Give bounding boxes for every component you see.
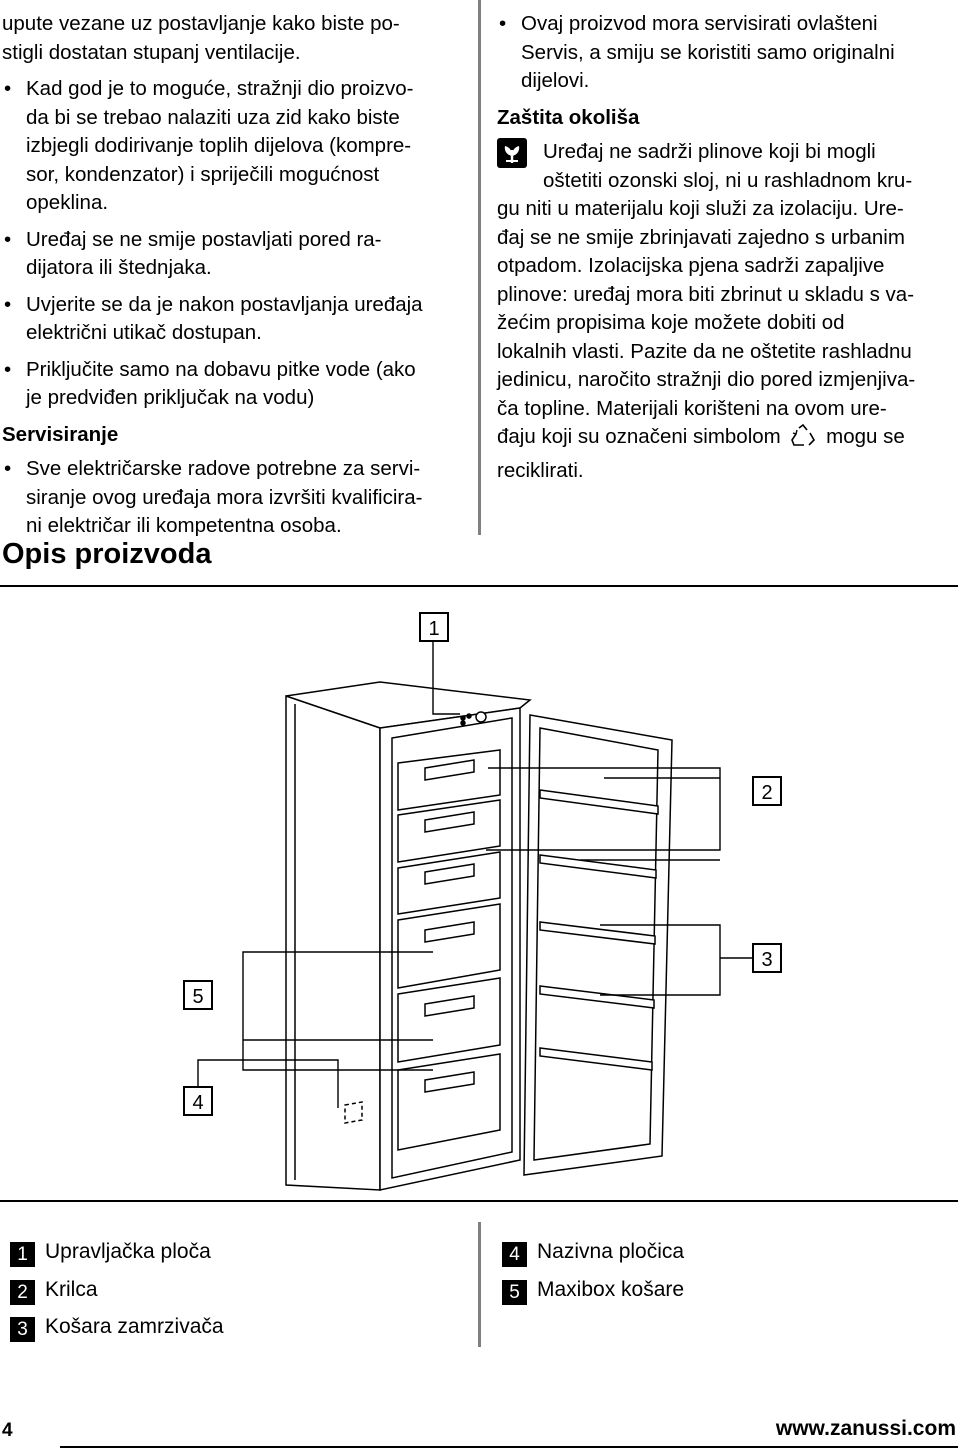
environment-text: Uređaj ne sadrži plinove koji bi mogli o…	[497, 138, 947, 485]
bullet-item: Uvjerite se da je nakon postavljanja ure…	[2, 291, 464, 348]
recycle-line: đaju koji su označeni simbolom mogu se	[497, 423, 947, 457]
intro-line-2: stigli dostatan stupanj ventilacije.	[2, 40, 301, 64]
callout-3: 3	[752, 943, 782, 973]
legend-item: 5 Maxibox košare	[502, 1271, 684, 1309]
install-bullets: Kad god je to moguće, stražnji dio proiz…	[2, 75, 464, 413]
environment-heading: Zaštita okoliša	[497, 105, 640, 129]
legend-number: 1	[10, 1242, 35, 1268]
right-column: Ovaj proizvod mora servisirati ovlašteni…	[497, 10, 947, 485]
callout-5: 5	[183, 980, 213, 1010]
intro-line-1: upute vezane uz postavljanje kako biste …	[2, 12, 400, 35]
environment-icon	[497, 138, 527, 168]
legend-right: 4 Nazivna pločica 5 Maxibox košare	[502, 1233, 684, 1308]
footer-rule	[60, 1446, 958, 1448]
service-note-bullets: Ovaj proizvod mora servisirati ovlašteni…	[497, 10, 947, 96]
legend-item: 4 Nazivna pločica	[502, 1233, 684, 1271]
legend-number: 2	[10, 1279, 35, 1305]
recycle-icon	[790, 423, 816, 457]
legend-left: 1 Upravljačka ploča 2 Krilca 3 Košara za…	[10, 1233, 224, 1346]
legend-label: Krilca	[45, 1277, 98, 1301]
legend-item: 3 Košara zamrzivača	[10, 1308, 224, 1346]
column-divider	[478, 0, 481, 535]
legend-number: 4	[502, 1242, 527, 1268]
legend-number: 5	[502, 1279, 527, 1305]
page-number: 4	[2, 1420, 13, 1441]
legend-label: Nazivna pločica	[537, 1240, 685, 1263]
bullet-item: Uređaj se ne smije postavljati pored ra-…	[2, 226, 464, 283]
legend-item: 1 Upravljačka ploča	[10, 1233, 224, 1271]
legend-label: Maxibox košare	[537, 1277, 685, 1301]
section-title: Opis proizvoda	[2, 538, 212, 570]
freezer-illustration: 1 2 3 5 4	[0, 600, 960, 1200]
legend-label: Upravljačka ploča	[45, 1240, 211, 1263]
bullet-item: Sve električarske radove potrebne za ser…	[2, 455, 464, 541]
freezer-drawing	[197, 642, 752, 1191]
website-link[interactable]: www.zanussi.com	[775, 1417, 956, 1440]
callout-4: 4	[183, 1086, 213, 1116]
legend-top-rule	[0, 1200, 958, 1202]
left-column: upute vezane uz postavljanje kako biste …	[2, 10, 464, 549]
service-heading: Servisiranje	[2, 422, 119, 446]
callout-1: 1	[419, 612, 449, 642]
bullet-item: Ovaj proizvod mora servisirati ovlašteni…	[497, 10, 947, 96]
legend-item: 2 Krilca	[10, 1271, 224, 1309]
service-bullets: Sve električarske radove potrebne za ser…	[2, 455, 464, 541]
bullet-item: Priključite samo na dobavu pitke vode (a…	[2, 356, 464, 413]
legend-number: 3	[10, 1317, 35, 1343]
bullet-item: Kad god je to moguće, stražnji dio proiz…	[2, 75, 464, 218]
legend-divider	[478, 1222, 481, 1347]
callout-2: 2	[752, 776, 782, 806]
legend-label: Košara zamrzivača	[45, 1315, 224, 1338]
section-rule	[0, 585, 958, 587]
